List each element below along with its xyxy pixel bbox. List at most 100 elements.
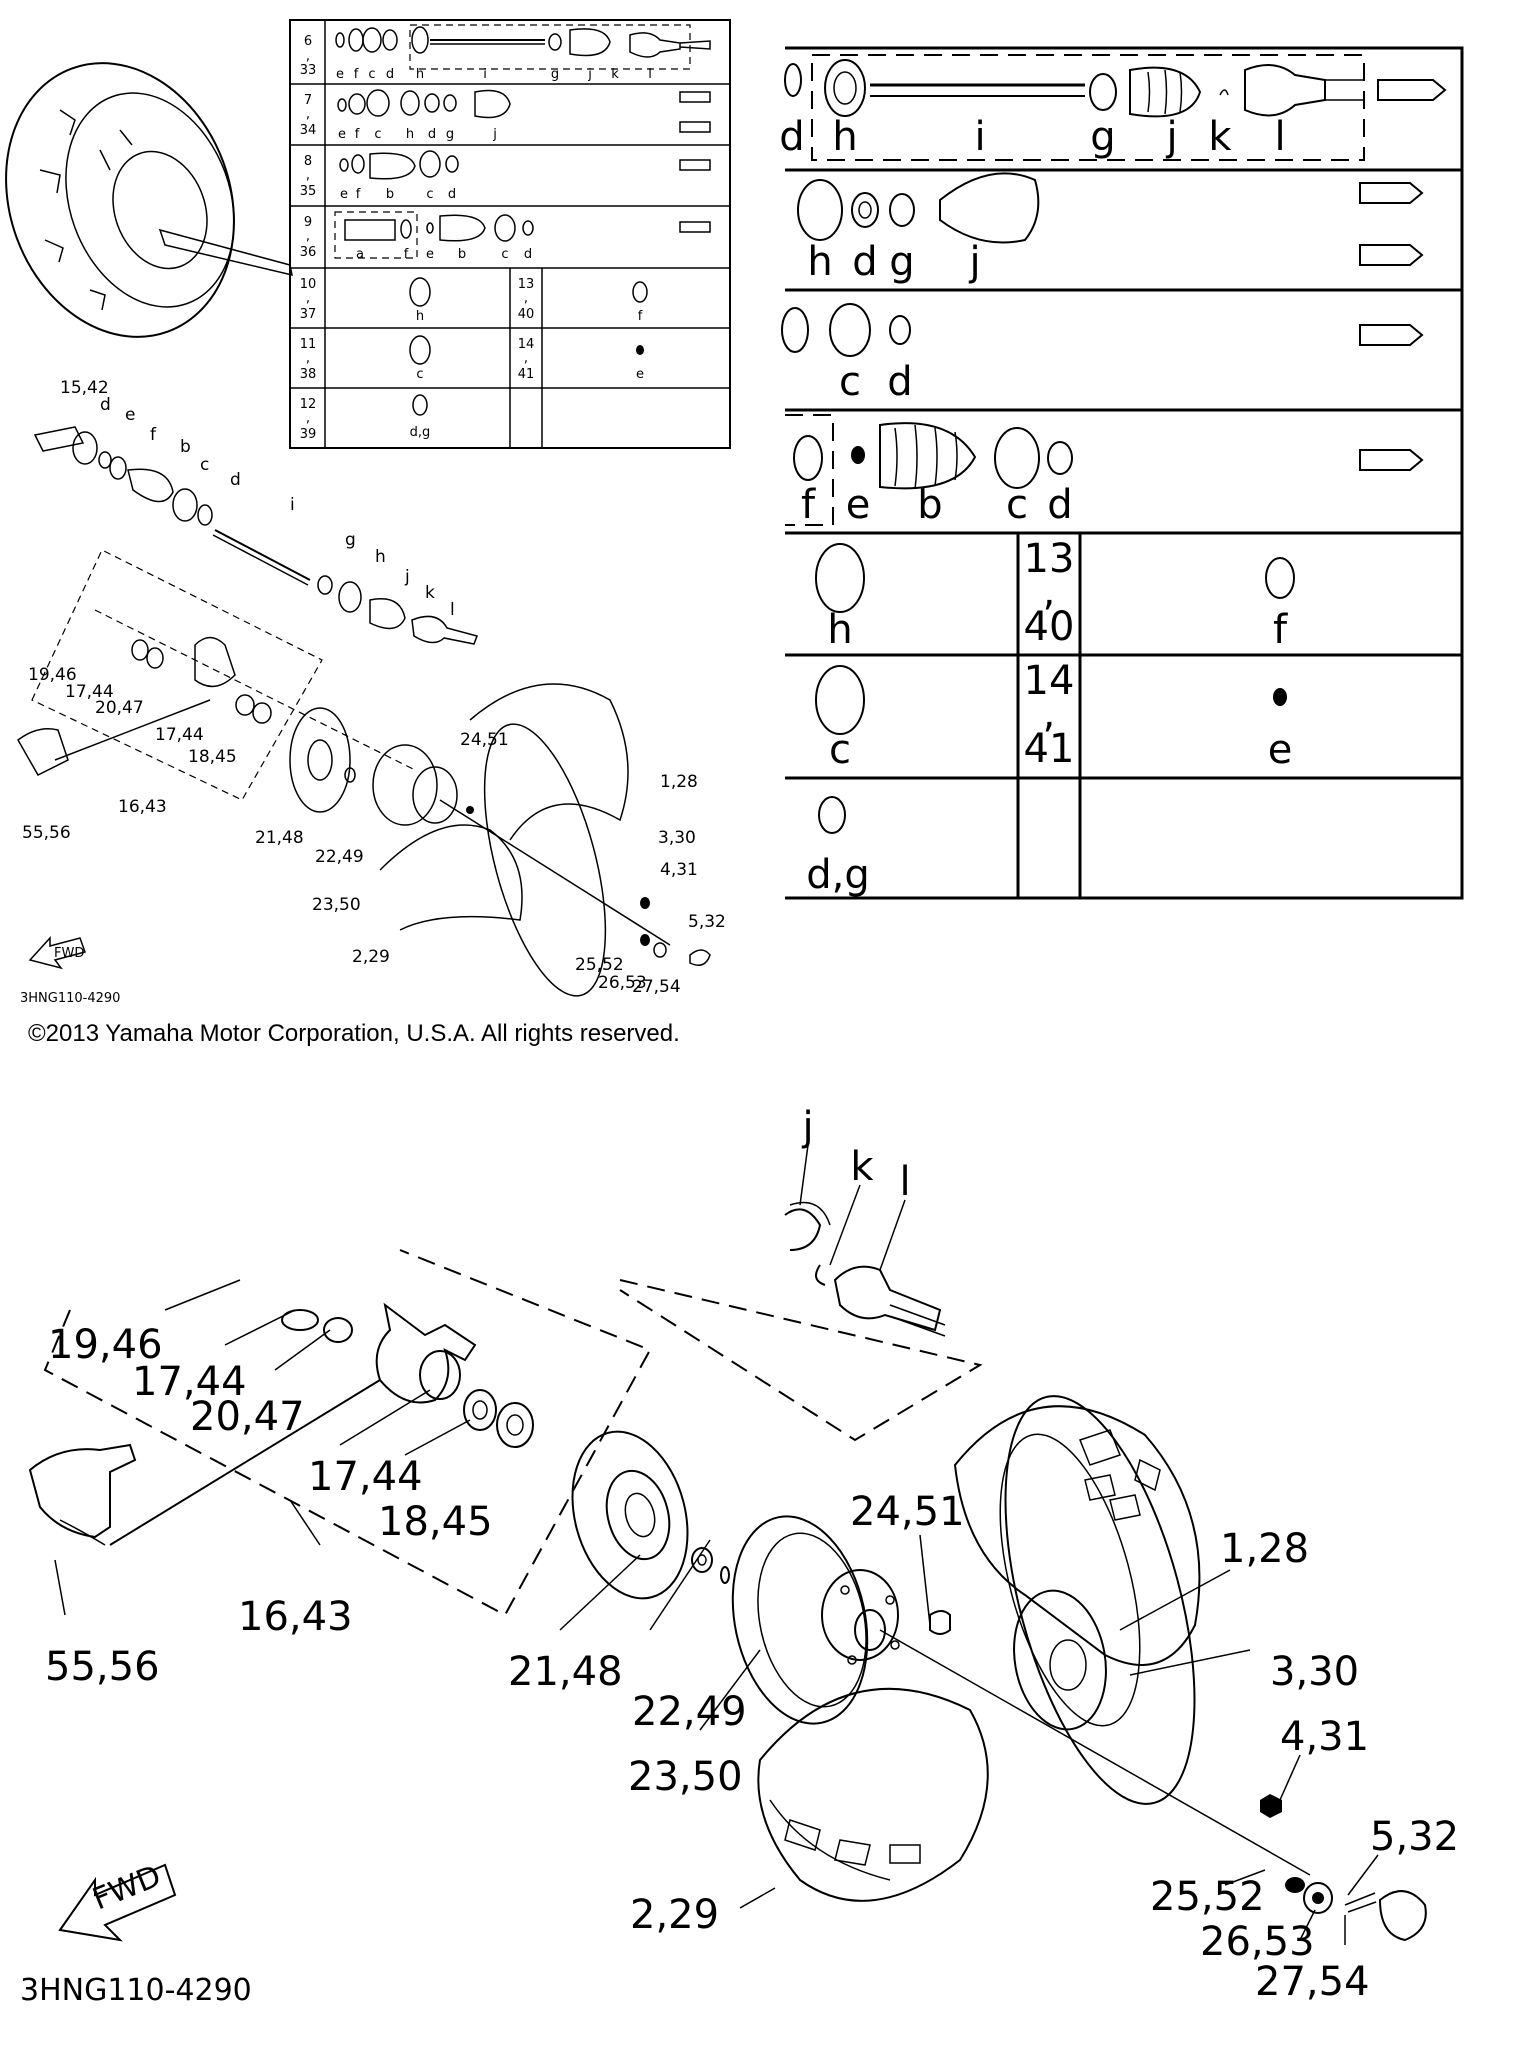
svg-text:d: d (524, 247, 532, 262)
svg-text:h: h (406, 127, 414, 142)
svg-text:d: d (852, 239, 877, 285)
figure-code: 3HNG110-4290 (20, 1973, 252, 2008)
svg-text:g: g (1090, 114, 1115, 160)
svg-text:35: 35 (300, 184, 317, 199)
svg-text:g: g (345, 530, 356, 550)
svg-text:,: , (524, 351, 528, 366)
svg-text:i: i (974, 114, 985, 160)
svg-text:h: h (416, 67, 424, 82)
svg-text:38: 38 (300, 367, 317, 382)
svg-text:17,44: 17,44 (155, 725, 204, 745)
svg-text:e: e (125, 405, 135, 425)
svg-text:16,43: 16,43 (118, 797, 167, 817)
svg-text:l: l (1274, 114, 1285, 160)
svg-text:17,44: 17,44 (308, 1454, 423, 1500)
svg-text:,: , (306, 49, 310, 64)
svg-text:i: i (290, 495, 295, 515)
svg-text:34: 34 (300, 123, 317, 138)
svg-text:c: c (374, 127, 381, 142)
hub-wheel-small (289, 683, 711, 997)
svg-text:20,47: 20,47 (190, 1394, 305, 1440)
svg-text:3,30: 3,30 (1270, 1649, 1359, 1695)
svg-text:,: , (524, 291, 528, 306)
svg-text:c: c (426, 187, 433, 202)
svg-text:21,48: 21,48 (508, 1649, 623, 1695)
svg-text:d: d (887, 359, 912, 405)
svg-text:j: j (1165, 114, 1177, 160)
svg-text:c: c (1006, 482, 1028, 528)
svg-text:b: b (180, 437, 191, 457)
svg-text:e: e (338, 127, 346, 142)
svg-text:27,54: 27,54 (632, 977, 681, 997)
svg-text:c: c (839, 359, 861, 405)
svg-text:9: 9 (304, 215, 312, 230)
svg-text:f: f (356, 187, 361, 202)
svg-text:15,42: 15,42 (60, 378, 109, 398)
svg-text:f: f (638, 309, 643, 324)
svg-text:j: j (587, 67, 592, 82)
parts-table-zoom: d h i g j k l h d g j c d f e b c d h 13… (779, 46, 1464, 900)
svg-text:17,44: 17,44 (65, 682, 114, 702)
svg-text:23,50: 23,50 (312, 895, 361, 915)
svg-text:b: b (917, 482, 942, 528)
svg-text:24,51: 24,51 (460, 730, 509, 750)
fwd-arrow-small: FWD (28, 936, 86, 970)
svg-text:d: d (428, 127, 436, 142)
svg-text:18,45: 18,45 (378, 1499, 493, 1545)
svg-text:f: f (404, 247, 409, 262)
svg-text:FWD: FWD (54, 946, 84, 961)
svg-text:13: 13 (518, 277, 535, 292)
copyright-notice: ©2013 Yamaha Motor Corporation, U.S.A. A… (28, 1020, 680, 1047)
svg-text:d: d (1047, 482, 1072, 528)
svg-text:55,56: 55,56 (45, 1644, 160, 1690)
svg-text:c: c (416, 367, 423, 382)
svg-text:e: e (426, 247, 434, 262)
svg-text:18,45: 18,45 (188, 747, 237, 767)
zoom-letters: d h i g j k l h d g j c d f e b c d h 13… (779, 114, 1292, 898)
svg-text:d,g: d,g (806, 852, 870, 898)
svg-text:19,46: 19,46 (48, 1322, 163, 1368)
svg-text:13: 13 (1024, 536, 1075, 582)
svg-text:l: l (450, 600, 455, 620)
svg-text:25,52: 25,52 (575, 955, 624, 975)
tire-overview-top (5, 62, 293, 338)
svg-text:,: , (306, 291, 310, 306)
svg-text:36: 36 (300, 245, 317, 260)
svg-text:27,54: 27,54 (1255, 1959, 1370, 2005)
svg-text:20,47: 20,47 (95, 698, 144, 718)
parts-table-small: 6,33 7,34 8,35 9,36 10,37 11,38 12,39 13… (289, 19, 731, 449)
svg-text:10: 10 (300, 277, 317, 292)
svg-text:g: g (551, 67, 559, 82)
svg-text:b: b (458, 247, 466, 262)
svg-text:1,28: 1,28 (1220, 1526, 1309, 1572)
svg-text:22,49: 22,49 (632, 1689, 747, 1735)
svg-text:d: d (448, 187, 456, 202)
svg-text:a: a (356, 247, 364, 262)
svg-text:h: h (416, 309, 424, 324)
svg-text:19,46: 19,46 (28, 665, 77, 685)
svg-text:41: 41 (1024, 726, 1075, 772)
svg-text:d: d (386, 67, 394, 82)
exploded-view-zoom: FWD 3HNG110-4290 j k l 19,46 17,44 20,47… (20, 1104, 1459, 2008)
svg-text:23,50: 23,50 (628, 1754, 743, 1800)
svg-text:l: l (899, 1159, 910, 1205)
svg-text:d: d (230, 470, 241, 490)
svg-text:,: , (306, 411, 310, 426)
svg-text:6: 6 (304, 34, 312, 49)
svg-text:1,28: 1,28 (660, 772, 698, 792)
svg-text:2,29: 2,29 (630, 1892, 719, 1938)
svg-text:7: 7 (304, 93, 312, 108)
svg-text:39: 39 (300, 427, 317, 442)
svg-text:,: , (306, 168, 310, 183)
figure-code-small: 3HNG110-4290 (20, 991, 120, 1006)
svg-text:h: h (827, 607, 852, 653)
svg-text:25,52: 25,52 (1150, 1874, 1265, 1920)
svg-text:11: 11 (300, 337, 317, 352)
svg-text:f: f (1273, 607, 1288, 653)
svg-text:l: l (648, 67, 652, 82)
svg-text:h: h (375, 547, 386, 567)
svg-text:k: k (611, 67, 619, 82)
